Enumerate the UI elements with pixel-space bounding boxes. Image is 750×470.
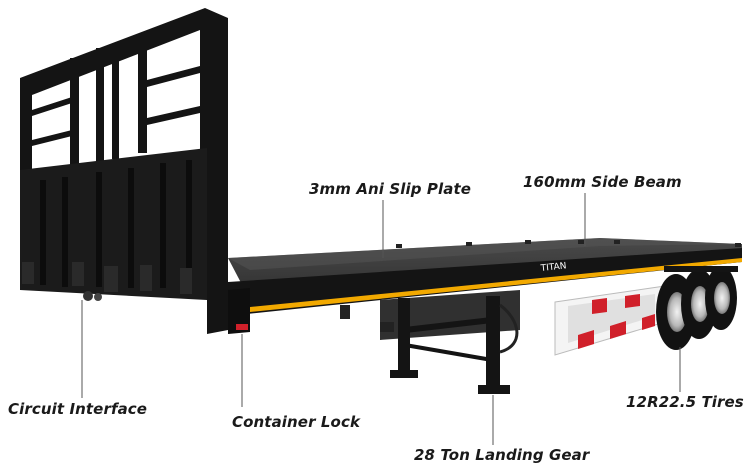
callout-landing-gear: 28 Ton Landing Gear bbox=[414, 446, 590, 464]
container-lock bbox=[236, 324, 248, 330]
callout-circuit-interface: Circuit Interface bbox=[8, 400, 148, 418]
titan-marking: TITAN bbox=[539, 261, 567, 274]
headboard bbox=[20, 8, 228, 334]
callout-container-lock: Container Lock bbox=[232, 413, 361, 431]
callout-tires: 12R22.5 Tires bbox=[626, 393, 744, 411]
callout-side-beam: 160mm Side Beam bbox=[523, 173, 682, 191]
callout-slip-plate: 3mm Ani Slip Plate bbox=[309, 180, 472, 198]
landing-gear bbox=[380, 296, 519, 394]
side-beam: TITAN bbox=[228, 248, 742, 334]
reflector-bar bbox=[554, 285, 666, 356]
callout-leader-lines bbox=[81, 193, 681, 445]
wheels bbox=[656, 266, 738, 350]
circuit-interface bbox=[83, 291, 102, 301]
